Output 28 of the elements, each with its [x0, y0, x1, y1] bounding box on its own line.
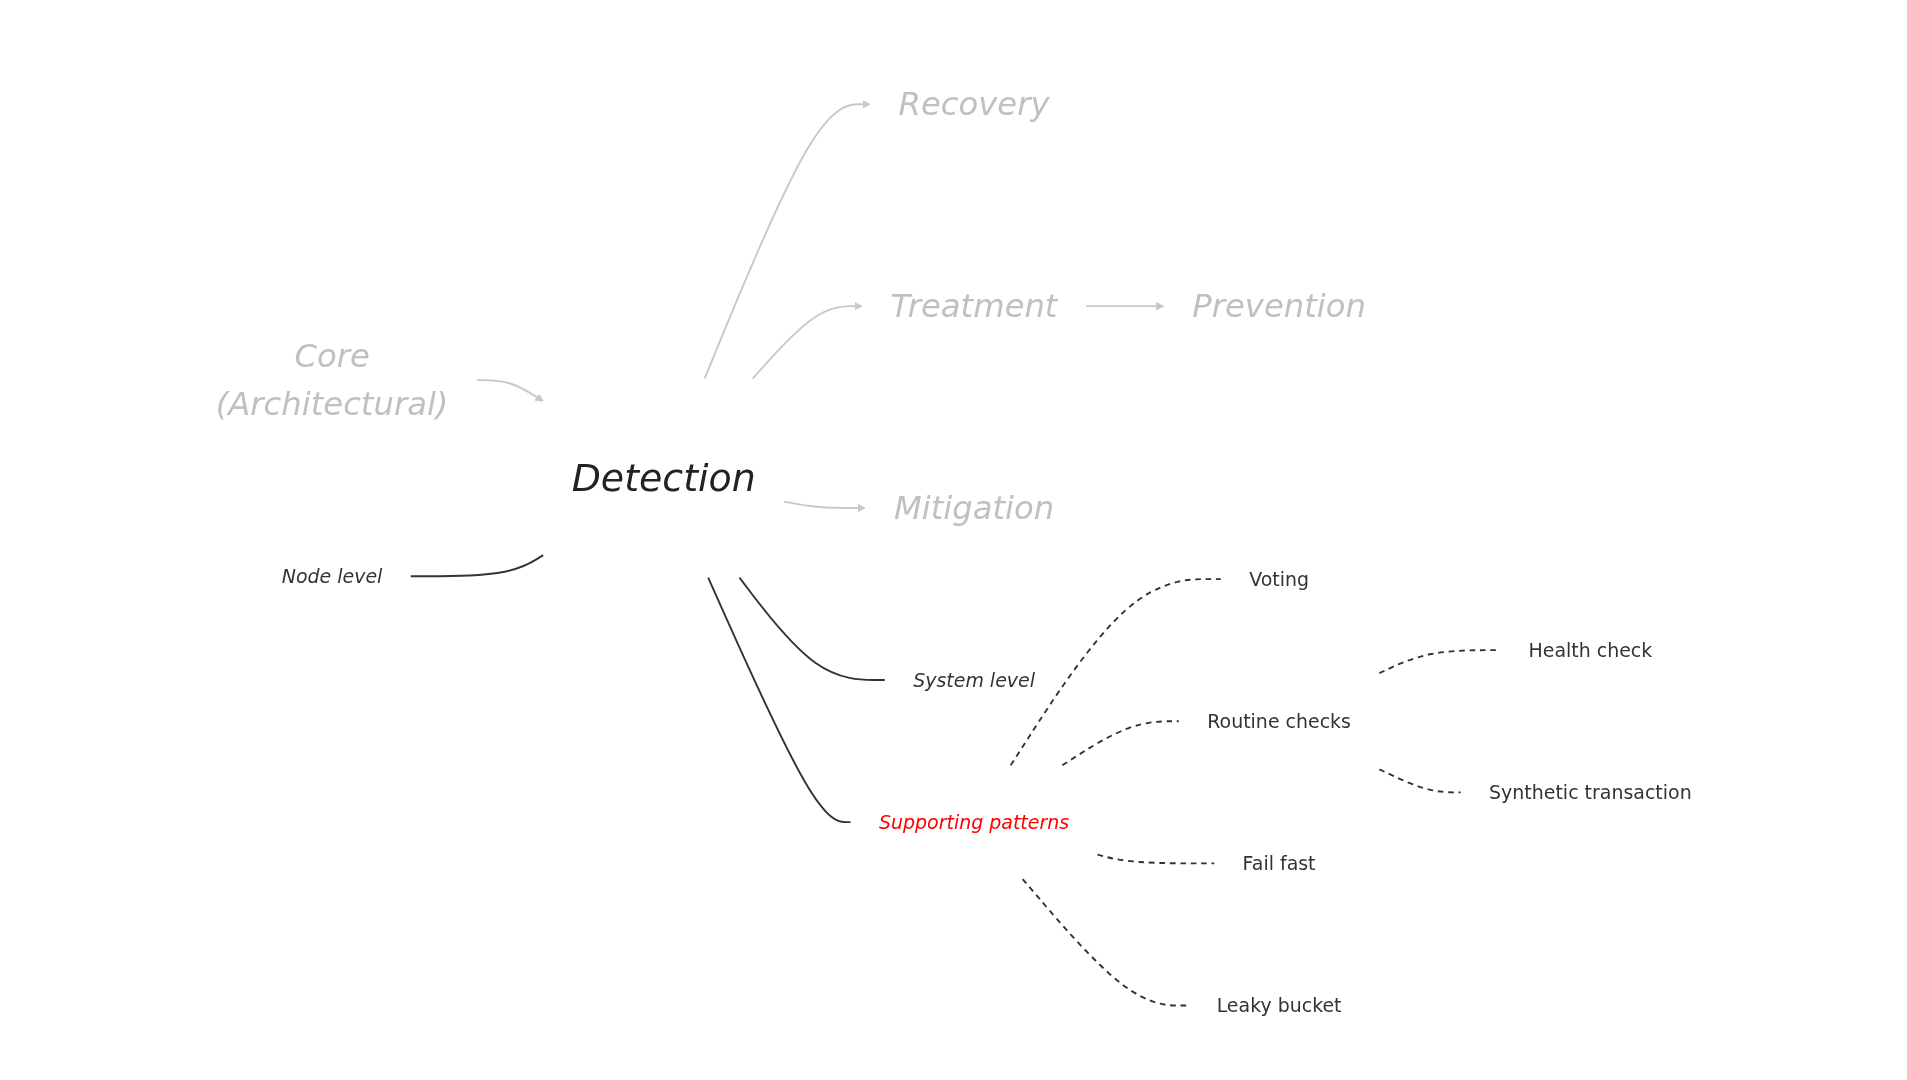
connector: [1096, 853, 1215, 865]
arrow: [703, 100, 871, 380]
connector: [1061, 720, 1180, 767]
arrow: [751, 302, 863, 380]
node-text: Treatment: [890, 286, 1058, 325]
connector: [1021, 878, 1189, 1007]
connector: [409, 554, 544, 578]
node-text: Synthetic transaction: [1488, 780, 1692, 804]
connector: [1378, 768, 1462, 794]
arrow: [1084, 302, 1165, 311]
node-text: Supporting patterns: [878, 810, 1069, 834]
node-text: Node level: [281, 564, 383, 588]
node-text: Routine checks: [1207, 709, 1351, 733]
node-text: Detection: [571, 456, 756, 500]
connector: [1009, 578, 1222, 767]
node-text: Health check: [1528, 638, 1653, 662]
connector: [707, 576, 852, 824]
node-text: Leaky bucket: [1216, 994, 1342, 1017]
connector: [738, 576, 886, 681]
node-text: Mitigation: [893, 488, 1054, 527]
arrow: [475, 379, 544, 402]
node-text: Recovery: [898, 84, 1050, 123]
node-text: Voting: [1248, 567, 1309, 591]
node-text: System level: [912, 668, 1035, 692]
node-text: Fail fast: [1242, 852, 1316, 875]
node-text: Core (Architectural): [215, 336, 449, 423]
node-text: Prevention: [1192, 286, 1366, 325]
arrow: [783, 500, 866, 513]
